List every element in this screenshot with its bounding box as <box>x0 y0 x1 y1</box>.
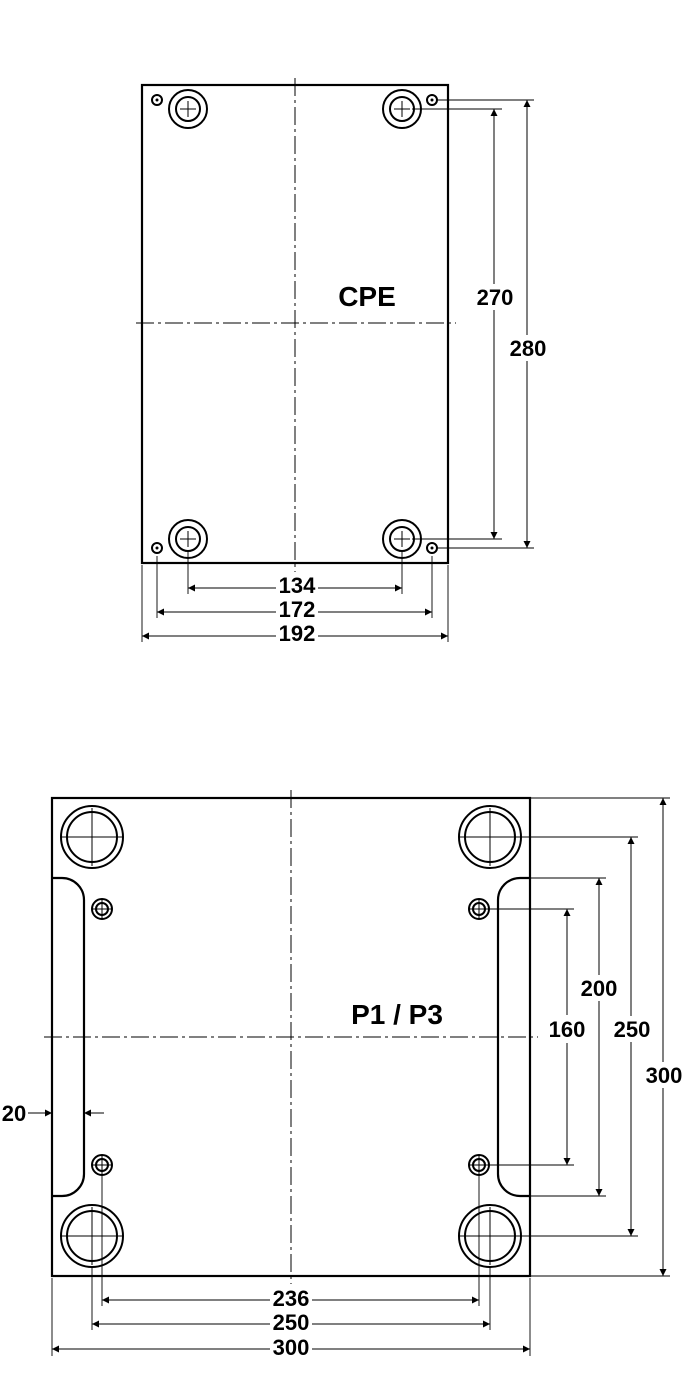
cpe-bolt-hole-bottom-right <box>426 542 438 554</box>
p1p3-bolt-hole-bottom-right <box>468 1154 490 1176</box>
p1p3-bolt-hole-bottom-left <box>91 1154 113 1176</box>
cpe-drawing: CPE 270 280 134 172 192 <box>136 78 550 646</box>
p1p3-bolt-hole-top-right <box>468 898 490 920</box>
p1p3-title: P1 / P3 <box>351 999 443 1030</box>
p1p3-dim-small-hole-spacing-horizontal: 236 <box>273 1286 310 1311</box>
cpe-dim-small-hole-spacing-horizontal: 172 <box>279 597 316 622</box>
cpe-port-top-left <box>168 89 208 129</box>
cpe-dim-overall-height: 280 <box>510 336 547 361</box>
cpe-title: CPE <box>338 281 396 312</box>
cpe-bolt-hole-top-right <box>426 94 438 106</box>
cpe-dim-hole-spacing-horizontal: 134 <box>279 573 316 598</box>
p1p3-port-top-right <box>458 805 522 869</box>
p1p3-dim-hole-spacing-vertical: 250 <box>614 1017 651 1042</box>
cpe-dim-hole-spacing-vertical: 270 <box>477 285 514 310</box>
p1p3-dim-side-recess-depth: 20 <box>2 1101 26 1126</box>
p1p3-right-recess <box>496 876 530 1198</box>
p1p3-port-top-left <box>60 805 124 869</box>
p1p3-port-bottom-right <box>458 1204 522 1268</box>
cpe-dim-overall-width: 192 <box>279 621 316 646</box>
p1p3-port-bottom-left <box>60 1204 124 1268</box>
cpe-bolt-hole-bottom-left <box>151 542 163 554</box>
p1p3-bolt-hole-top-left <box>91 898 113 920</box>
p1p3-dim-hole-spacing-horizontal: 250 <box>273 1310 310 1335</box>
p1p3-dim-overall-height: 300 <box>646 1063 683 1088</box>
cpe-bolt-hole-top-left <box>151 94 163 106</box>
p1p3-dim-small-hole-spacing-vertical: 160 <box>549 1017 586 1042</box>
p1p3-dim-overall-width: 300 <box>273 1335 310 1360</box>
p1p3-drawing: P1 / P3 20 160 200 250 300 <box>2 790 684 1360</box>
p1p3-dim-recess-length: 200 <box>581 976 618 1001</box>
